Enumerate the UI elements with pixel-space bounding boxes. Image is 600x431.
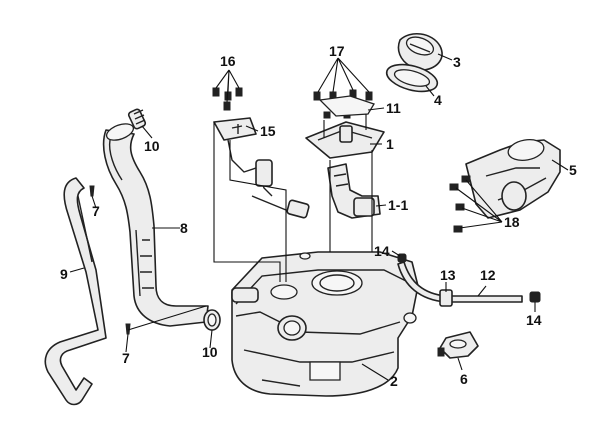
bolts-part-16: [212, 87, 243, 111]
label-part-11: 11: [386, 100, 401, 116]
label-part-15: 15: [260, 123, 276, 139]
leader-lines: [69, 53, 569, 381]
label-part-13: 13: [440, 267, 456, 283]
vent-hose-part-12: [397, 261, 523, 303]
fuel-pump-assembly-part-1: [305, 107, 385, 159]
fuel-pump-part-15: [213, 117, 310, 219]
label-part-14-left: 14: [374, 243, 390, 259]
filler-neck-part-5: [465, 139, 561, 219]
bolts-part-18: [449, 175, 471, 233]
part-labels: 16 17 3 4 11 15 1 10 5 1-1 7 18 8 14 9 1…: [60, 43, 577, 389]
filler-hose-part-8: [102, 123, 209, 327]
label-part-14-right: 14: [526, 312, 542, 328]
label-part-16: 16: [220, 53, 236, 69]
label-part-3: 3: [453, 54, 461, 70]
label-part-10-top: 10: [144, 138, 160, 154]
breather-hose-part-9: [44, 177, 107, 406]
gasket-part-11: [318, 95, 375, 117]
label-part-7-top: 7: [92, 203, 100, 219]
bracket-part-6: [437, 331, 479, 359]
cap-part-14-right: [529, 291, 541, 303]
label-part-6: 6: [460, 371, 468, 387]
hose-clamp-part-10-top: [127, 108, 147, 130]
label-part-9: 9: [60, 266, 68, 282]
fuel-tank-part-2: [231, 251, 419, 397]
seal-ring-part-4: [385, 63, 439, 93]
label-part-2: 2: [390, 373, 398, 389]
label-part-5: 5: [569, 162, 577, 178]
label-part-4: 4: [434, 92, 442, 108]
label-part-10-bottom: 10: [202, 344, 218, 360]
fuel-cap-part-3: [397, 33, 443, 71]
label-part-7-bottom: 7: [122, 350, 130, 366]
label-part-1: 1: [386, 136, 394, 152]
label-part-18: 18: [504, 214, 520, 230]
clip-part-7-bottom: [125, 323, 131, 335]
label-part-8: 8: [180, 220, 188, 236]
clip-part-7-top: [89, 185, 95, 197]
hose-clamp-part-13: [439, 289, 453, 307]
label-part-1-1: 1-1: [388, 197, 408, 213]
fuel-pump-filter-part-1-1: [327, 163, 381, 219]
label-part-12: 12: [480, 267, 496, 283]
hose-clamp-part-10-bottom: [203, 309, 221, 331]
label-part-17: 17: [329, 43, 345, 59]
